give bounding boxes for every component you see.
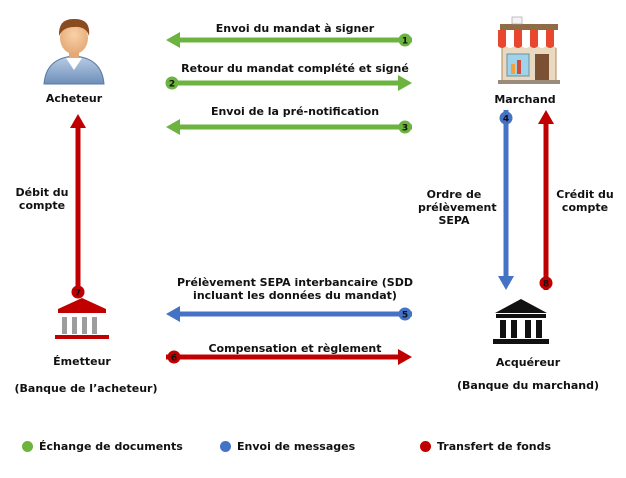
legend-documents-label: Échange de documents bbox=[39, 440, 183, 453]
step-3-number: 3 bbox=[402, 124, 408, 134]
step-badges: 1 2 3 4 5 6 7 8 bbox=[71, 33, 553, 364]
flow-4-label: Ordre de prélèvement SEPA bbox=[418, 188, 497, 227]
step-8-badge bbox=[539, 276, 553, 290]
flow-3-label: Envoi de la pré-notification bbox=[210, 105, 380, 118]
legend-documents-dot bbox=[22, 441, 33, 452]
step-7-badge bbox=[71, 285, 85, 299]
step-5-number: 5 bbox=[402, 311, 408, 321]
legend-documents: Échange de documents bbox=[22, 440, 183, 453]
step-3-badge bbox=[398, 120, 412, 134]
step-4-badge bbox=[499, 111, 513, 125]
flow-1-label: Envoi du mandat à signer bbox=[215, 22, 375, 35]
step-1-badge bbox=[398, 33, 412, 47]
step-2-number: 2 bbox=[169, 80, 175, 90]
issuer-label: Émetteur bbox=[53, 355, 111, 368]
flow-2-label: Retour du mandat complété et signé bbox=[181, 62, 409, 75]
flow-2-arrow-head bbox=[398, 75, 412, 91]
acquirer-label: Acquéreur bbox=[495, 356, 561, 369]
step-4-number: 4 bbox=[503, 115, 509, 125]
flow-7-arrow-head bbox=[70, 114, 86, 128]
flow-4-arrow-head bbox=[498, 276, 514, 290]
flow-7-label: Débit du compte bbox=[15, 186, 69, 212]
person-icon bbox=[43, 18, 105, 85]
flow-8-arrow-head bbox=[538, 110, 554, 124]
bank-icon bbox=[55, 298, 109, 339]
flow-6-arrow-head bbox=[398, 349, 412, 365]
flow-1-arrow-head bbox=[166, 32, 180, 48]
legend-messages: Envoi de messages bbox=[220, 440, 355, 453]
step-5-badge bbox=[398, 307, 412, 321]
merchant-label: Marchand bbox=[494, 93, 556, 106]
flow-8-label: Crédit du compte bbox=[556, 188, 614, 214]
step-1-number: 1 bbox=[402, 37, 408, 47]
buyer-label: Acheteur bbox=[45, 92, 103, 105]
step-2-badge bbox=[165, 76, 179, 90]
legend-messages-dot bbox=[220, 441, 231, 452]
issuer-sublabel: (Banque de l’acheteur) bbox=[14, 382, 158, 395]
flow-arrows bbox=[70, 32, 554, 365]
flow-5-label: Prélèvement SEPA interbancaire (SDD incl… bbox=[177, 276, 413, 302]
legend-funds-label: Transfert de fonds bbox=[437, 440, 552, 453]
bank-icon bbox=[493, 299, 549, 344]
step-7-number: 7 bbox=[75, 289, 81, 299]
step-6-badge bbox=[167, 350, 181, 364]
legend-funds-dot bbox=[420, 441, 431, 452]
step-6-number: 6 bbox=[171, 354, 177, 364]
acquirer-sublabel: (Banque du marchand) bbox=[456, 379, 599, 392]
storefront-icon bbox=[498, 16, 560, 84]
flow-3-arrow-head bbox=[166, 119, 180, 135]
flow-5-arrow-head bbox=[166, 306, 180, 322]
legend-messages-label: Envoi de messages bbox=[237, 440, 356, 453]
legend-funds: Transfert de fonds bbox=[420, 440, 551, 453]
step-8-number: 8 bbox=[543, 280, 549, 290]
flow-6-label: Compensation et règlement bbox=[208, 342, 382, 355]
